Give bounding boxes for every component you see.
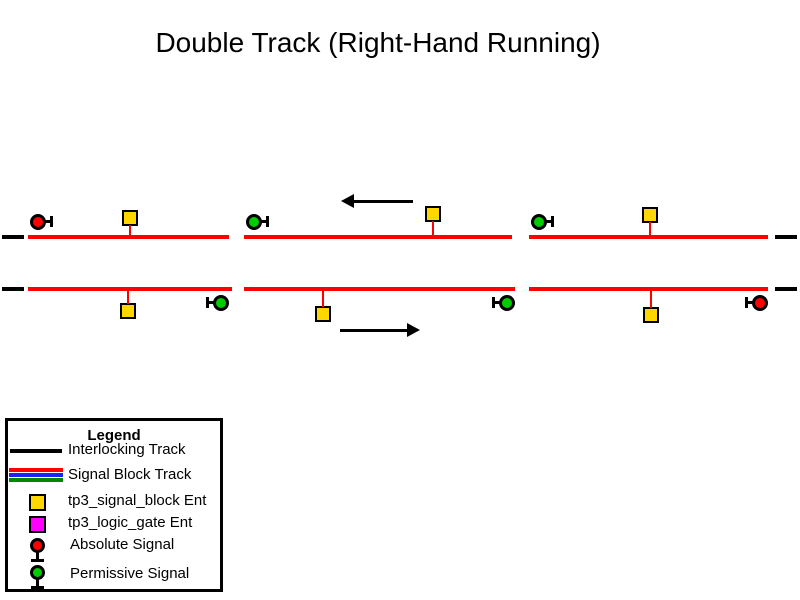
permissive-signal-icon-base	[31, 586, 44, 589]
lower-block-ent-1-square	[120, 303, 136, 319]
legend-label-signal-block-ent: tp3_signal_block Ent	[68, 492, 207, 509]
lower-track-segment-1	[2, 287, 24, 291]
upper-direction-arrow-shaft	[352, 200, 413, 203]
lower-signal-3-base	[745, 297, 748, 308]
upper-track-segment-2	[28, 235, 229, 239]
upper-track-segment-3	[244, 235, 512, 239]
upper-block-ent-3-square	[642, 207, 658, 223]
permissive-signal-icon	[30, 565, 45, 580]
legend-label-logic-gate-ent: tp3_logic_gate Ent	[68, 514, 193, 531]
upper-block-ent-2-square	[425, 206, 441, 222]
page-title: Double Track (Right-Hand Running)	[155, 27, 601, 58]
legend-label-interlocking-track: Interlocking Track	[68, 441, 186, 458]
upper-signal-1-stem	[45, 220, 51, 223]
absolute-signal-icon	[30, 538, 45, 553]
lower-track-segment-3	[244, 287, 515, 291]
upper-signal-3-stem	[546, 220, 552, 223]
lower-signal-1-head	[213, 295, 229, 311]
lower-signal-1-stem	[208, 301, 214, 304]
legend-title: Legend	[87, 427, 141, 444]
upper-track-segment-4	[529, 235, 768, 239]
upper-signal-1-base	[50, 216, 53, 227]
lower-signal-3-stem	[747, 301, 753, 304]
lower-block-ent-3-square	[643, 307, 659, 323]
lower-direction-arrow-shaft	[340, 329, 409, 332]
legend-box: Legend Interlocking Track Signal Block T…	[5, 418, 223, 592]
upper-direction-arrow-head	[341, 194, 354, 208]
lower-signal-2-head	[499, 295, 515, 311]
lower-block-ent-2-square	[315, 306, 331, 322]
absolute-signal-icon-stem	[36, 552, 39, 559]
legend-label-signal-block-track: Signal Block Track	[68, 466, 192, 483]
lower-signal-2-base	[492, 297, 495, 308]
upper-signal-2-head	[246, 214, 262, 230]
upper-signal-3-base	[551, 216, 554, 227]
upper-block-ent-2-stem	[432, 221, 434, 235]
lower-track-segment-2	[28, 287, 232, 291]
upper-signal-3-head	[531, 214, 547, 230]
legend-label-permissive-signal: Permissive Signal	[70, 565, 190, 582]
upper-signal-2-base	[266, 216, 269, 227]
lower-block-ent-2-stem	[322, 291, 324, 307]
interlocking-track-swatch	[10, 449, 62, 453]
lower-signal-1-base	[206, 297, 209, 308]
upper-track-segment-5	[775, 235, 797, 239]
upper-block-ent-1-square	[122, 210, 138, 226]
lower-track-segment-4	[529, 287, 768, 291]
lower-track-segment-5	[775, 287, 797, 291]
signal-block-ent-swatch	[29, 494, 46, 511]
signal-block-track-swatch-blue	[9, 473, 63, 477]
lower-signal-2-stem	[494, 301, 500, 304]
lower-direction-arrow-head	[407, 323, 420, 337]
upper-block-ent-1-stem	[129, 225, 131, 235]
lower-block-ent-1-stem	[127, 291, 129, 304]
signal-block-track-swatch-red	[9, 468, 63, 472]
lower-block-ent-3-stem	[650, 291, 652, 308]
upper-signal-1-head	[30, 214, 46, 230]
lower-signal-3-head	[752, 295, 768, 311]
permissive-signal-icon-stem	[36, 579, 39, 586]
upper-block-ent-3-stem	[649, 222, 651, 235]
upper-signal-2-stem	[261, 220, 267, 223]
absolute-signal-icon-base	[31, 559, 44, 562]
logic-gate-ent-swatch	[29, 516, 46, 533]
legend-label-absolute-signal: Absolute Signal	[70, 536, 175, 553]
upper-track-segment-1	[2, 235, 24, 239]
signal-block-track-swatch-green	[9, 478, 63, 482]
